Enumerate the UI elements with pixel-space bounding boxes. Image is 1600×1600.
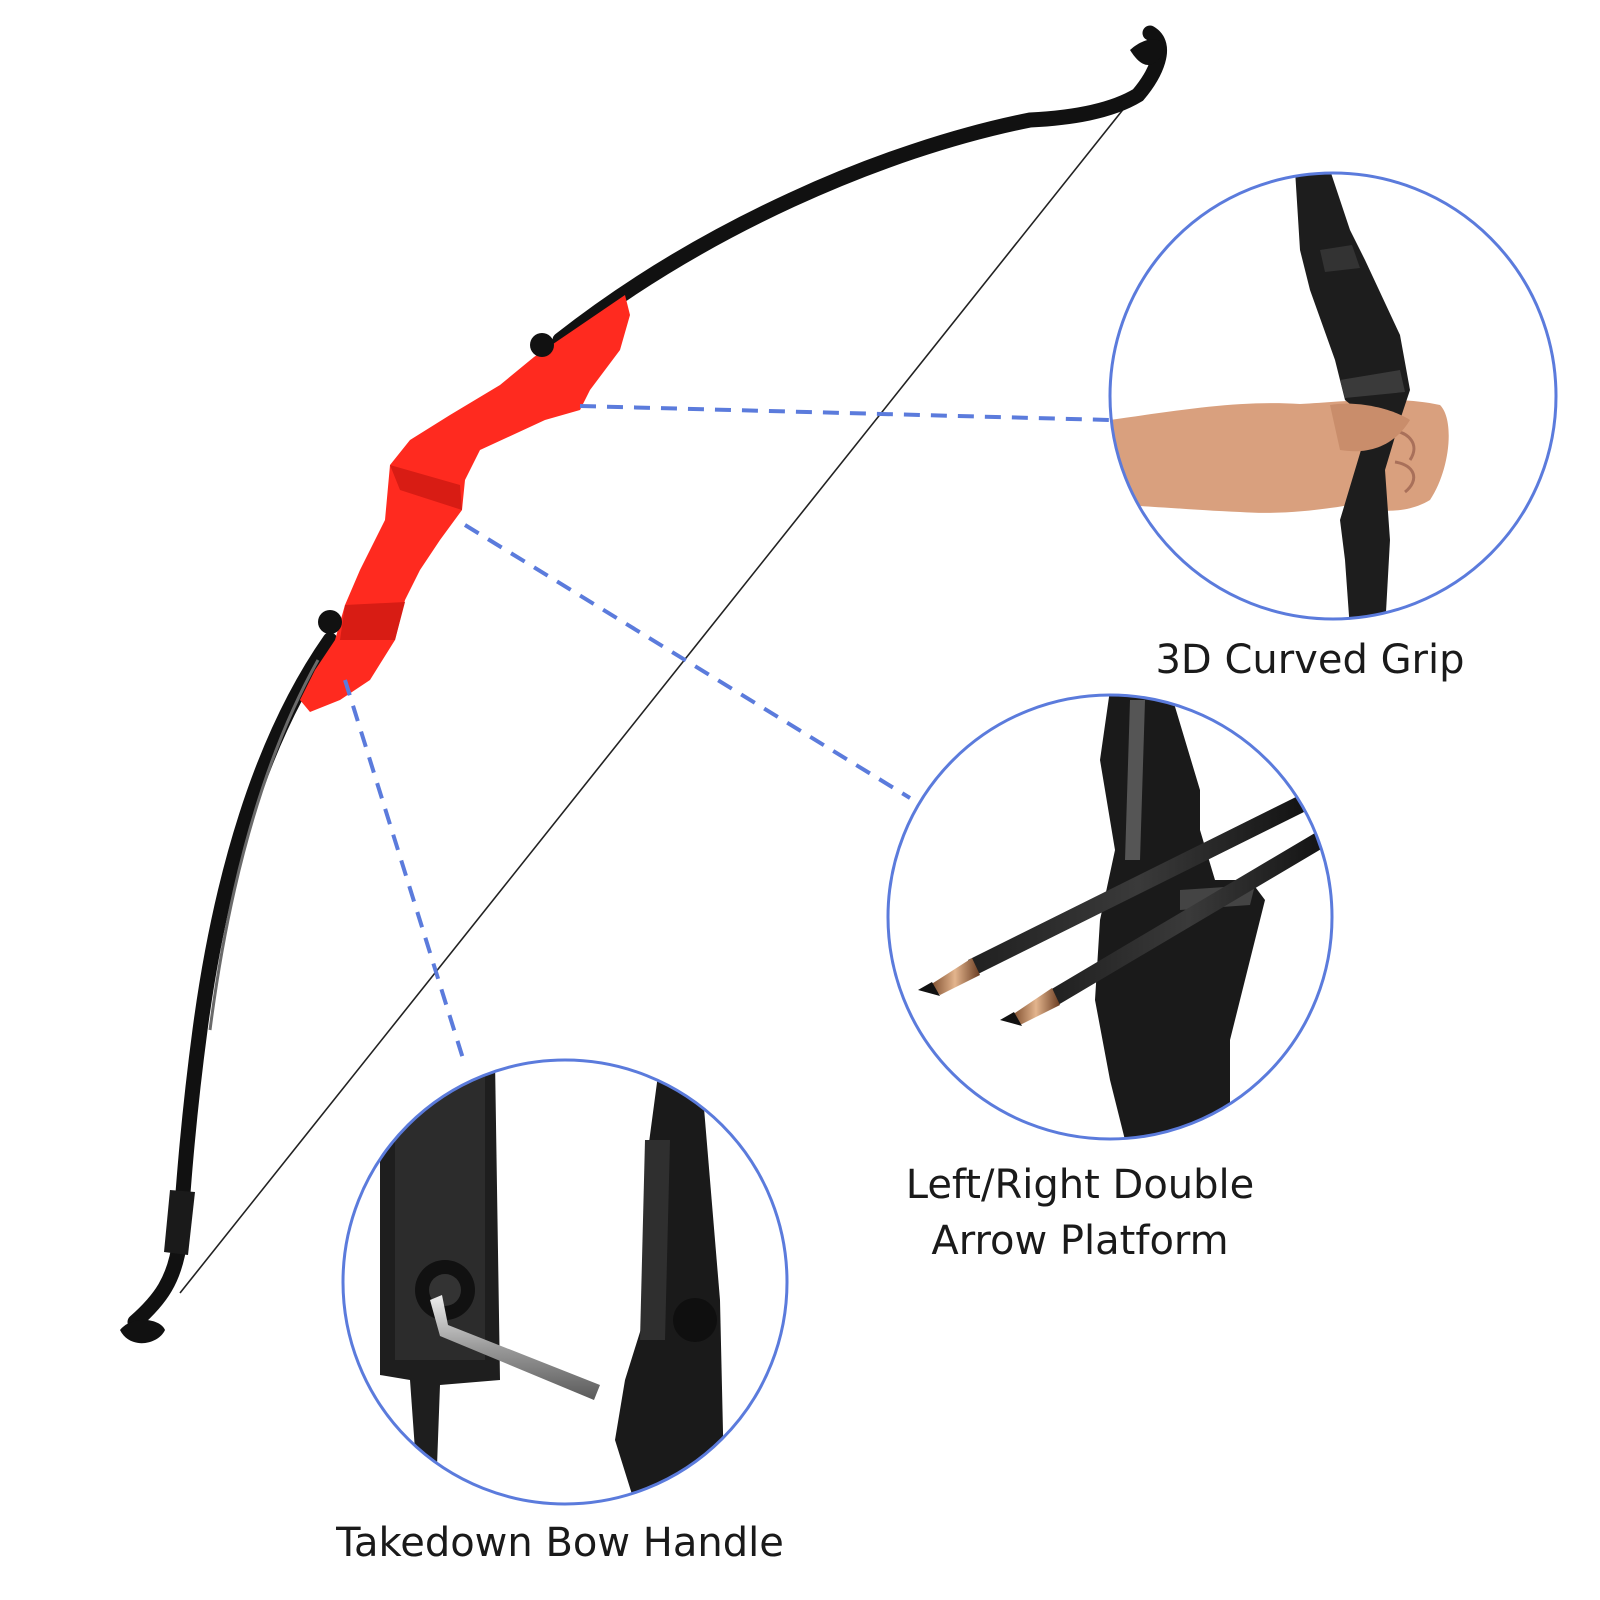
leader-grip [579,404,1111,422]
upper-limb [552,25,1167,348]
callout-platform-detail [886,693,1334,1141]
caption-takedown-handle: Takedown Bow Handle [260,1515,860,1571]
caption-line-2: Arrow Platform [931,1218,1229,1264]
lower-limb-bolt [318,610,342,634]
recurve-bow-icon [120,25,1167,1344]
callout-ring [341,1058,789,1506]
caption-text: 3D Curved Grip [1155,637,1465,683]
bow-riser [300,295,630,712]
lower-limb-sleeve [164,1190,195,1255]
caption-text: Takedown Bow Handle [336,1520,784,1566]
bow-string [179,91,1138,1294]
callout-ring [1108,171,1558,621]
riser-shadow-lower [340,602,405,640]
riser-black-grip [1295,173,1410,619]
caption-arrow-platform: Left/Right Double Arrow Platform [870,1157,1290,1269]
arrow-icon [1000,830,1328,1026]
lower-limb-tip [120,1319,165,1344]
leader-handle [343,679,467,1066]
callout-grip-detail [1108,171,1558,621]
callout-leaders [343,404,1111,1066]
lower-limb [127,632,338,1330]
lower-limb-highlight [208,659,320,1031]
leader-platform [463,523,912,800]
caption-line-1: Left/Right Double [905,1162,1255,1208]
riser-shadow [390,465,462,510]
limb-detail [615,1060,725,1504]
upper-limb-tip [1130,39,1164,65]
caption-3d-curved-grip: 3D Curved Grip [1110,632,1510,688]
arrow-icon [918,795,1308,996]
hex-key-icon [430,1295,600,1400]
callout-handle-detail [341,1058,789,1506]
callout-ring [886,693,1334,1141]
upper-limb-bolt [530,333,554,357]
